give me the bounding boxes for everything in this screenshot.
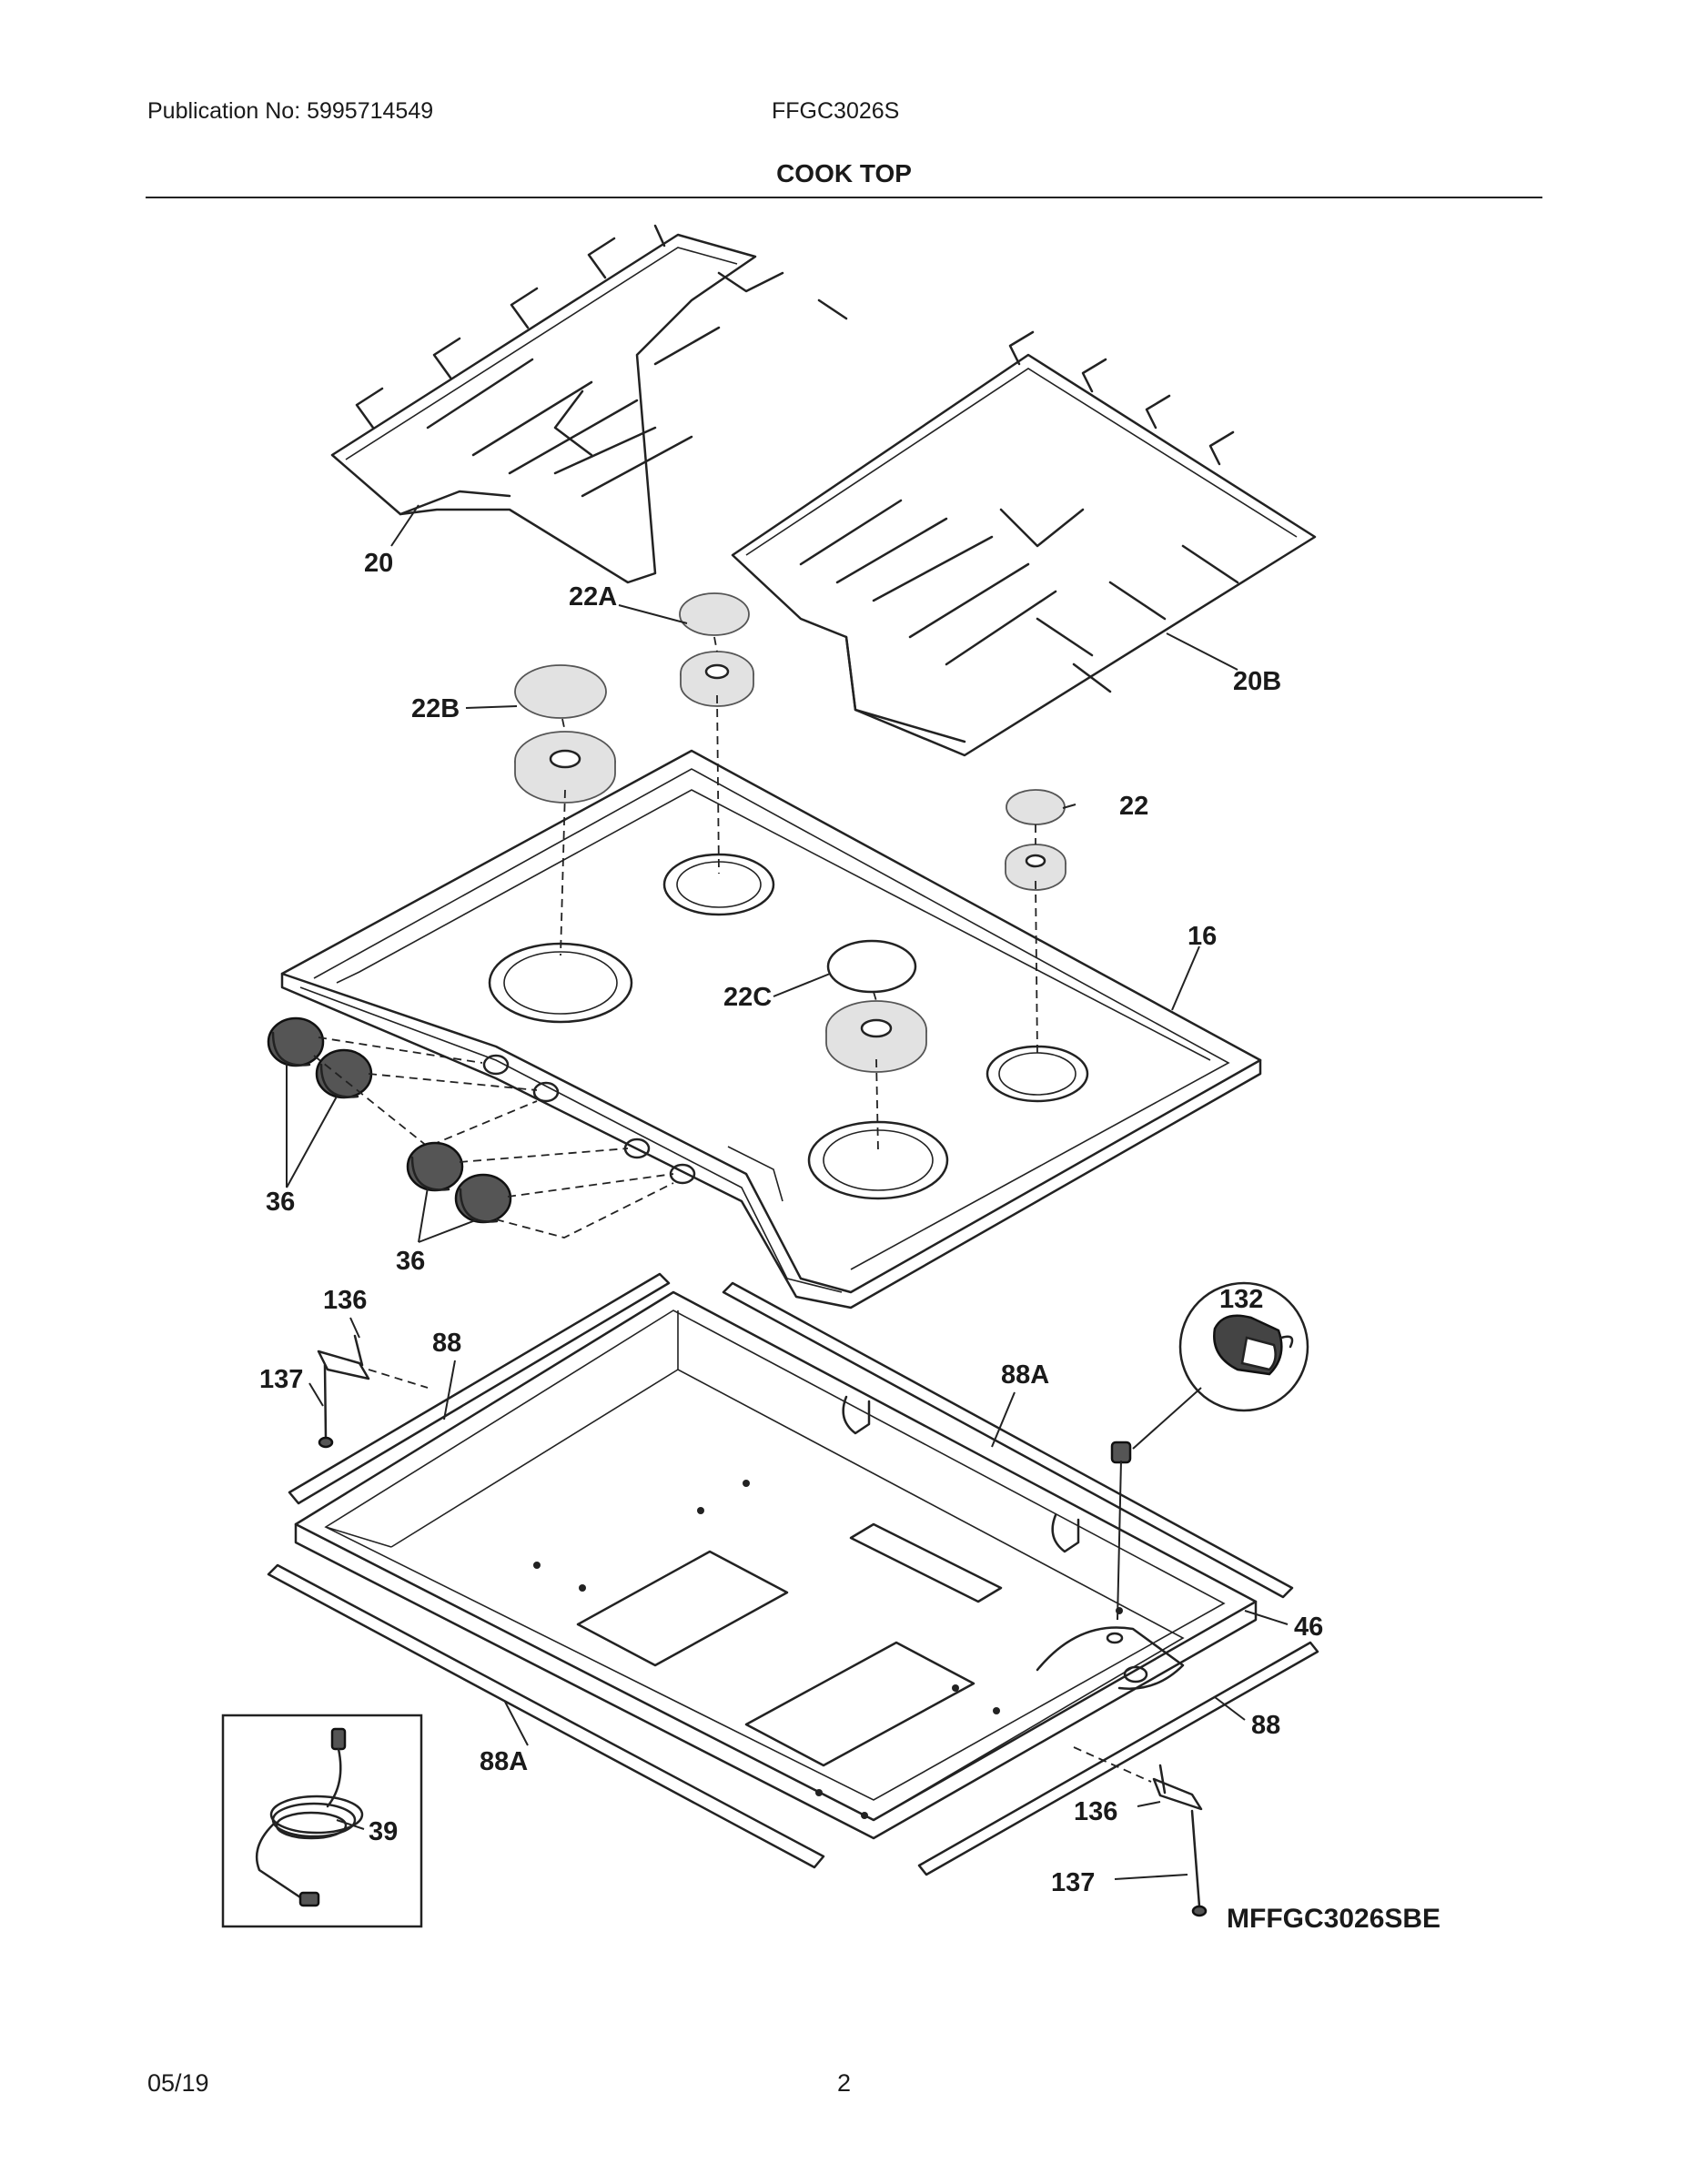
burner-head-22c xyxy=(825,1000,927,1073)
burner-cap-22 xyxy=(1006,789,1066,825)
callout-22b: 22B xyxy=(411,694,460,723)
spring-clip xyxy=(1110,1281,1309,1621)
callout-88-back: 88 xyxy=(432,1329,461,1358)
callout-20b: 20B xyxy=(1233,667,1281,696)
burner-head-22a xyxy=(680,651,754,707)
callout-22a: 22A xyxy=(569,582,617,612)
burner-box xyxy=(294,1290,1258,1840)
burner-cap-22a xyxy=(679,592,750,636)
page-number: 2 xyxy=(837,2069,852,2097)
leader-lines xyxy=(286,504,1289,1880)
burner-cap-22c xyxy=(826,939,917,994)
callout-88a-right: 88A xyxy=(1001,1360,1049,1390)
publication-date: 05/19 xyxy=(147,2069,209,2097)
gaskets xyxy=(267,1272,1319,1876)
bracket-left xyxy=(317,1334,429,1389)
grate-left xyxy=(330,224,848,584)
callout-132: 132 xyxy=(1219,1285,1263,1314)
power-cord-inset xyxy=(221,1714,423,1928)
callout-136-left: 136 xyxy=(323,1286,367,1315)
grate-right xyxy=(731,330,1317,757)
burner-head-22b xyxy=(514,731,616,804)
knobs-left xyxy=(267,1016,538,1148)
section-title: COOK TOP xyxy=(776,159,912,187)
callout-22c: 22C xyxy=(723,983,772,1012)
callout-22: 22 xyxy=(1119,792,1148,821)
publication-number: Publication No: 5995714549 xyxy=(147,98,434,124)
callout-88-front: 88 xyxy=(1251,1711,1280,1740)
callout-20: 20 xyxy=(364,549,393,578)
cooktop-panel xyxy=(280,749,1262,1309)
callout-46: 46 xyxy=(1294,1613,1323,1642)
callout-36-right: 36 xyxy=(396,1247,425,1276)
callout-36-left: 36 xyxy=(266,1188,295,1217)
knobs-right xyxy=(406,1141,674,1239)
alignment-lines xyxy=(560,636,1038,1152)
burner-head-22 xyxy=(1005,844,1066,891)
screw-left xyxy=(318,1363,334,1449)
callout-39: 39 xyxy=(369,1817,398,1846)
screw-right xyxy=(1190,1809,1208,1917)
callout-136-right: 136 xyxy=(1074,1797,1117,1826)
burner-cap-22b xyxy=(514,664,607,719)
model-number: FFGC3026S xyxy=(772,98,900,124)
callout-137-right: 137 xyxy=(1051,1868,1095,1897)
callout-88a-left: 88A xyxy=(480,1747,528,1776)
callout-16: 16 xyxy=(1188,922,1217,951)
callout-137-left: 137 xyxy=(259,1365,303,1394)
callout-labels: 20 22A 22B 20B 22 16 22C 36 36 136 88 13… xyxy=(259,549,1440,1934)
bracket-right xyxy=(1073,1746,1203,1811)
model-code: MFFGC3026SBE xyxy=(1227,1904,1440,1934)
header-divider xyxy=(146,197,1542,198)
